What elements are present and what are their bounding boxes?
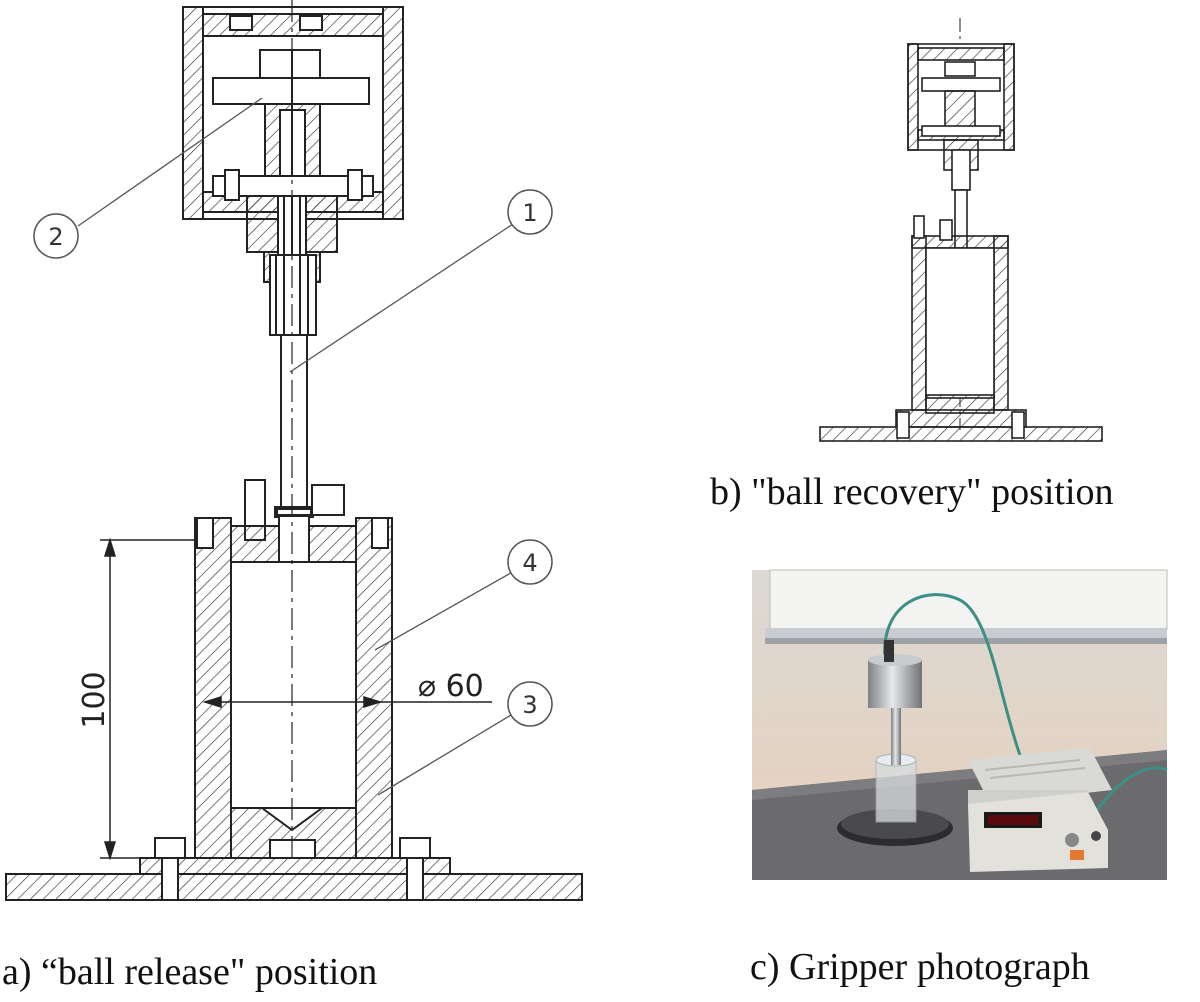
drawing-ball-recovery <box>819 18 1103 442</box>
caption-gripper-photograph: c) Gripper photograph <box>750 946 1090 988</box>
callout-3: 3 <box>522 691 537 719</box>
dimension-height-label: 100 <box>77 671 112 728</box>
drawing-ball-release <box>5 0 583 901</box>
gripper-disc <box>212 49 370 177</box>
dimension-diameter-label: ⌀ 60 <box>418 669 484 704</box>
callout-2: 2 <box>48 223 63 251</box>
callout-1: 1 <box>522 199 537 227</box>
gripper-photograph <box>752 569 1168 880</box>
lower-cylinder <box>194 517 393 859</box>
caption-ball-release: a) “ball release" position <box>2 951 378 993</box>
dimension-height <box>100 537 195 861</box>
base-plate <box>5 837 583 901</box>
callout-circles <box>33 189 553 727</box>
callout-leaders <box>77 97 517 796</box>
callout-4: 4 <box>522 549 537 577</box>
dimension-diameter <box>202 695 492 709</box>
caption-ball-recovery: b) "ball recovery" position <box>710 471 1114 513</box>
